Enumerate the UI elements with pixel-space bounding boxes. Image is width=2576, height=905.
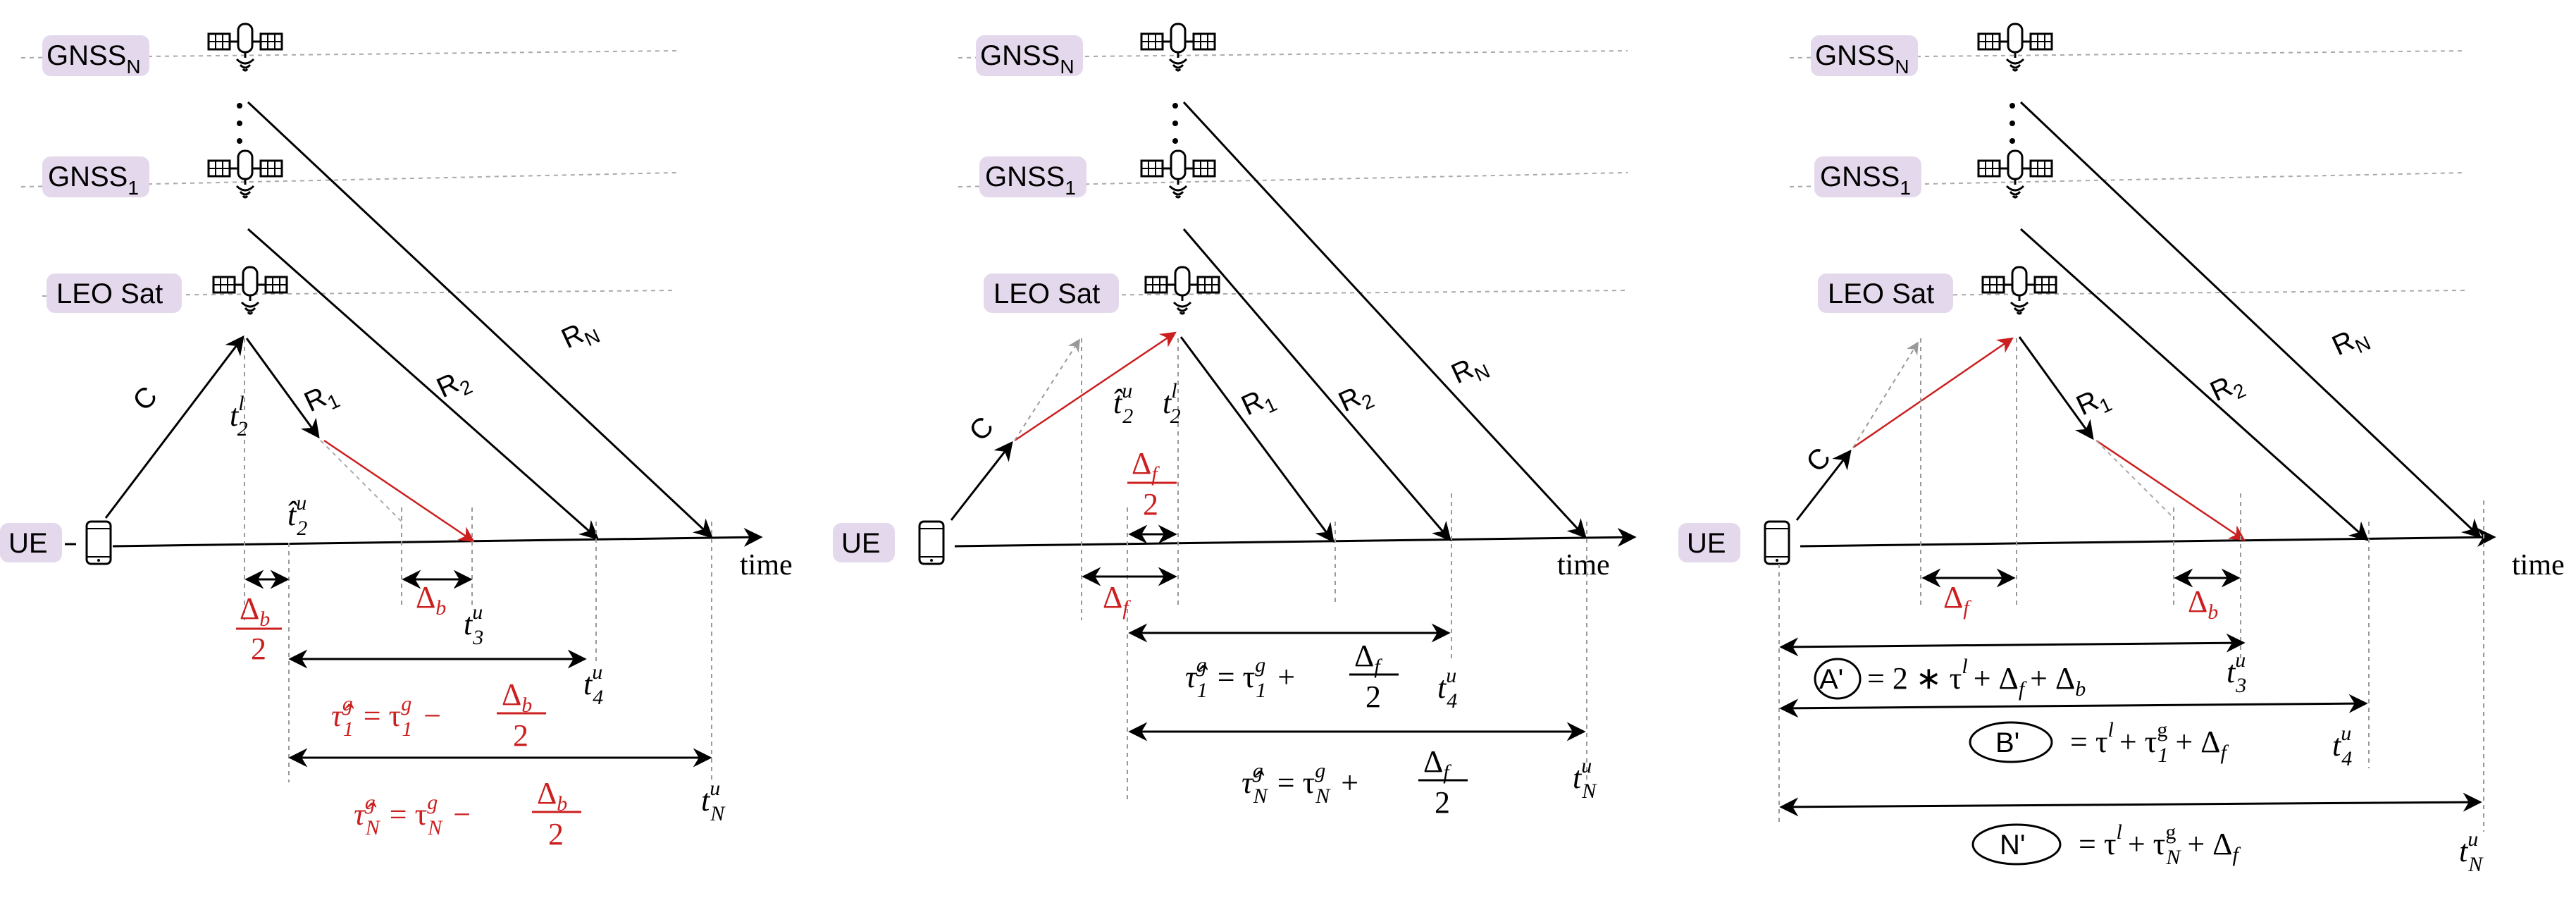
satellite-icon xyxy=(1140,149,1216,199)
gnss-1-label: GNSS1 xyxy=(42,156,149,199)
link-rn-label: RN xyxy=(2327,319,2374,367)
svg-text:Δf: Δf xyxy=(1423,744,1451,784)
svg-text:B': B' xyxy=(1995,727,2019,758)
satellite-icon xyxy=(1977,23,2053,72)
gnss-n-label: GNSSN xyxy=(1811,35,1918,78)
svg-text:τ̂gN= τgN−: τ̂gN= τgN− xyxy=(354,791,471,839)
svg-text:GNSS1: GNSS1 xyxy=(1820,161,1911,199)
satellite-icon xyxy=(1977,149,2053,199)
phone-icon xyxy=(918,520,945,565)
svg-text:2: 2 xyxy=(1435,785,1450,820)
svg-text:LEO Sat: LEO Sat xyxy=(56,278,163,309)
gnss-n-label: GNSSN xyxy=(976,35,1083,78)
svg-text:UE: UE xyxy=(1687,528,1726,559)
link-r1-label: R1 xyxy=(299,376,343,422)
satellite-icon xyxy=(1144,266,1220,315)
gnss-1-label: GNSS1 xyxy=(1814,156,1921,199)
svg-text:Δf: Δf xyxy=(1354,639,1382,678)
svg-text:GNSS1: GNSS1 xyxy=(48,161,139,199)
link-rn-label: RN xyxy=(557,312,603,359)
link-rn-label: RN xyxy=(1447,347,1493,395)
gnss-1-label: GNSS1 xyxy=(979,156,1086,199)
delta-f-half-denominator: 2 xyxy=(1143,487,1158,522)
ue-label: UE xyxy=(1678,523,1740,562)
svg-text:GNSSN: GNSSN xyxy=(1815,40,1909,78)
leo-sat-label: LEO Sat xyxy=(984,273,1119,313)
svg-text:UE: UE xyxy=(841,528,881,559)
svg-text:= τl+ τg1+ Δf: = τl+ τg1+ Δf xyxy=(2070,718,2229,767)
time-axis-label: time xyxy=(740,549,793,581)
delta-f-half-numerator: Δf xyxy=(1132,446,1160,486)
link-r2-label: R2 xyxy=(1334,376,1377,422)
satellite-icon xyxy=(207,23,283,72)
svg-text:2: 2 xyxy=(513,718,528,753)
svg-text:GNSS1: GNSS1 xyxy=(985,161,1076,199)
gnss-n-label: GNSSN xyxy=(42,35,149,78)
link-c-label: C xyxy=(127,381,163,417)
svg-text:LEO Sat: LEO Sat xyxy=(1828,278,1934,309)
delta-b-half-numerator: Δb xyxy=(240,591,270,631)
link-c-label: C xyxy=(1800,442,1837,479)
svg-text:2: 2 xyxy=(1366,679,1381,714)
panel-1: GNSSN GNSS1 LEO Sat UE time xyxy=(0,23,793,851)
time-axis-label: time xyxy=(2512,549,2565,581)
satellite-icon xyxy=(1140,23,1216,72)
svg-text:GNSSN: GNSSN xyxy=(47,40,141,78)
svg-text:GNSSN: GNSSN xyxy=(980,40,1075,78)
svg-text:A': A' xyxy=(1819,664,1843,695)
svg-text:τ̂g1= τg1+: τ̂g1= τg1+ xyxy=(1185,653,1295,702)
svg-text:τ̂g1= τg1−: τ̂g1= τg1− xyxy=(331,692,441,741)
svg-text:UE: UE xyxy=(8,528,48,559)
delta-b-label: Δb xyxy=(2188,584,2218,624)
svg-text:2: 2 xyxy=(548,817,564,851)
svg-text:Δb: Δb xyxy=(502,677,532,717)
leo-sat-label: LEO Sat xyxy=(47,273,182,313)
link-c-label: C xyxy=(963,411,1000,448)
svg-text:Δb: Δb xyxy=(537,776,567,815)
panel-3: GNSSN GNSS1 LEO Sat UE time xyxy=(1678,23,2565,876)
delta-b-label: Δb xyxy=(416,580,446,620)
svg-text:τ̂gN= τgN+: τ̂gN= τgN+ xyxy=(1241,759,1358,808)
satellite-icon xyxy=(1981,266,2057,315)
phone-icon xyxy=(1764,520,1790,565)
phone-icon xyxy=(85,520,112,565)
panel-2: GNSSN GNSS1 LEO Sat UE time xyxy=(833,23,1637,820)
link-r2-label: R2 xyxy=(2205,366,2249,412)
time-axis-label: time xyxy=(1557,549,1610,581)
equation-a-prime: A' = 2 ∗ τl+ Δf+ Δb xyxy=(1814,655,2086,701)
svg-text:LEO Sat: LEO Sat xyxy=(993,278,1100,309)
svg-text:= τl+ τgN+ Δf: = τl+ τgN+ Δf xyxy=(2079,820,2241,869)
delta-f-label: Δf xyxy=(1943,580,1971,620)
svg-text:N': N' xyxy=(2000,830,2026,861)
svg-text:= 2 ∗ τl+ Δf+ Δb: = 2 ∗ τl+ Δf+ Δb xyxy=(1867,655,2086,701)
ue-label: UE xyxy=(833,523,895,562)
satellite-icon xyxy=(212,266,288,315)
satellite-icon xyxy=(207,149,283,199)
leo-sat-label: LEO Sat xyxy=(1818,273,1953,313)
delta-b-half-denominator: 2 xyxy=(251,632,266,666)
ue-label: UE xyxy=(0,523,62,562)
link-r2-label: R2 xyxy=(432,362,476,408)
